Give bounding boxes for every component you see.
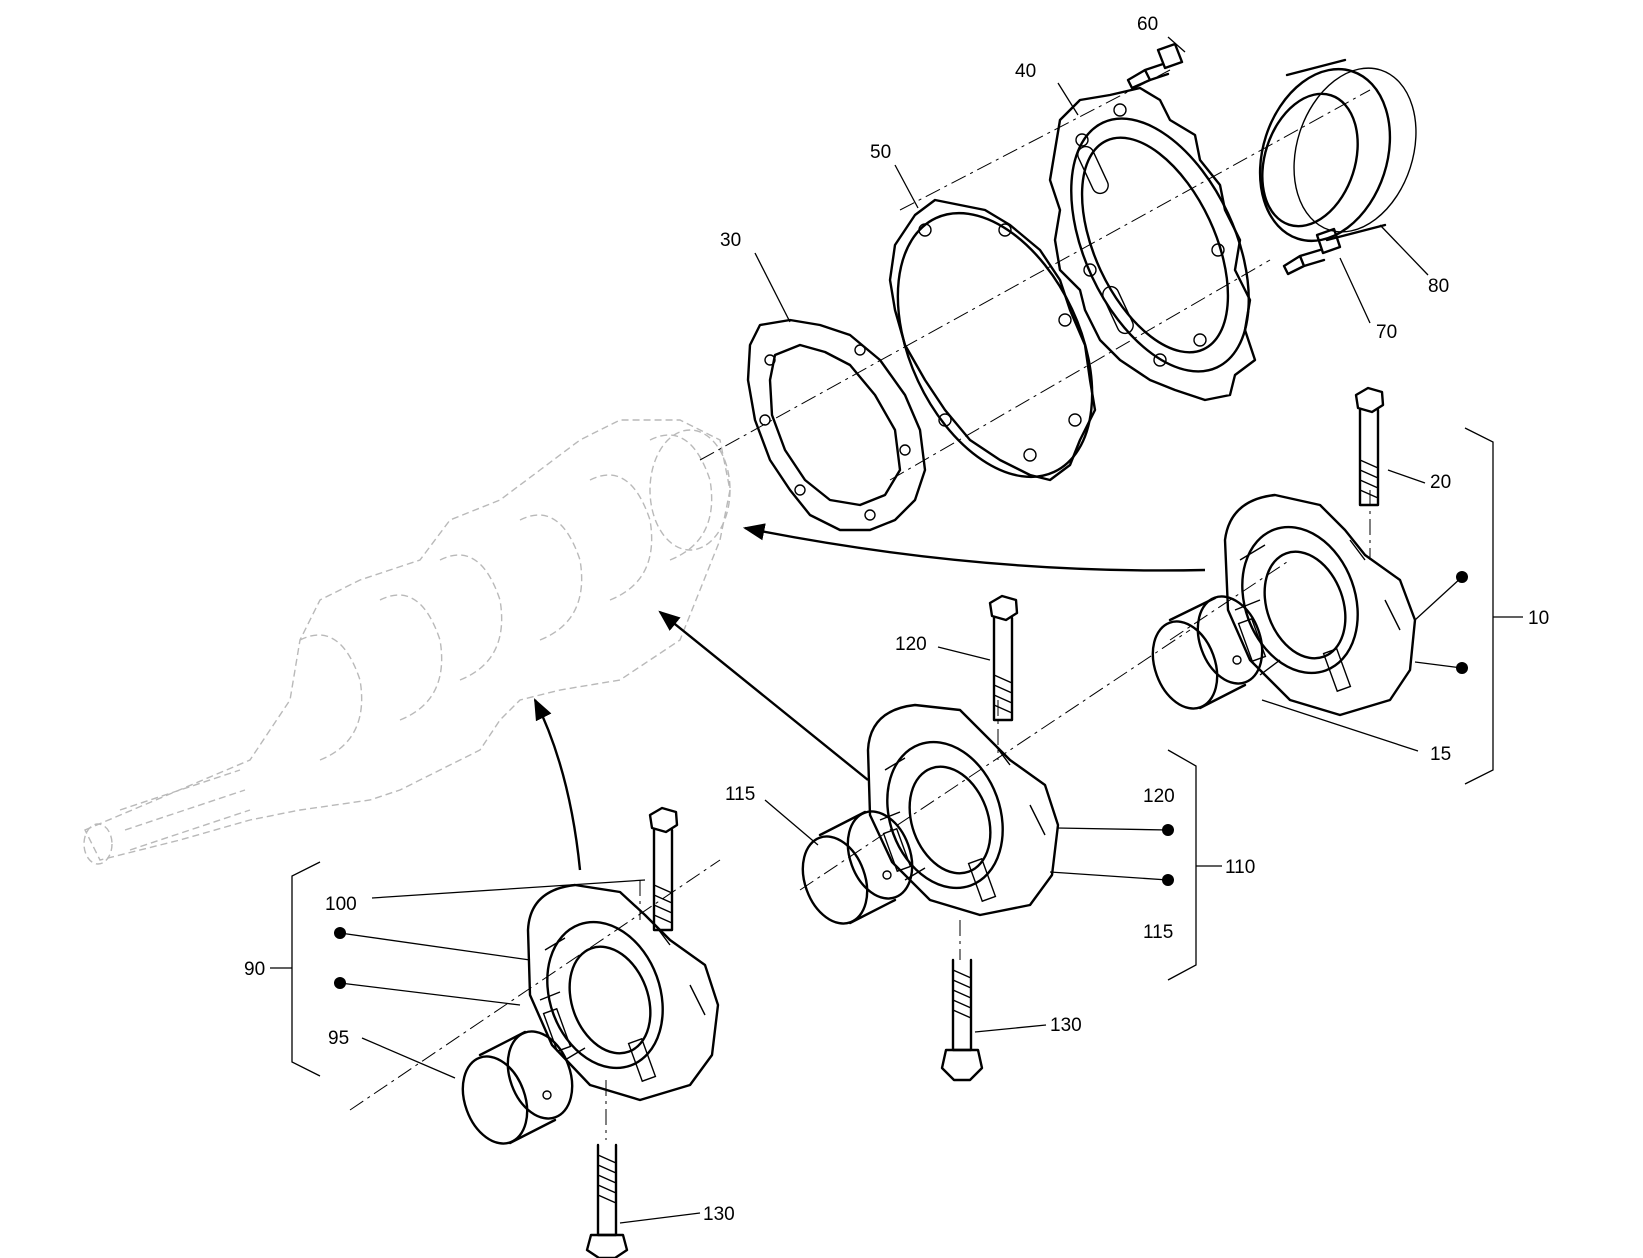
- screw-70-part: [1282, 227, 1342, 276]
- bearing-shell-15-part: [1151, 595, 1264, 710]
- callout-130-lower: 130: [703, 1204, 735, 1225]
- bearing-cap-10-part: [1223, 493, 1417, 717]
- assembly-arrows: [533, 523, 1206, 871]
- callout-50: 50: [870, 142, 891, 163]
- callout-30: 30: [720, 230, 741, 251]
- bracket-group-10: [1464, 427, 1494, 785]
- callout-15: 15: [1430, 744, 1451, 765]
- callout-100: 100: [325, 894, 357, 915]
- callout-90: 90: [244, 959, 265, 980]
- group-brackets: [270, 427, 1523, 1077]
- bullet-dot: [1162, 824, 1174, 836]
- callout-130-middle: 130: [1050, 1015, 1082, 1036]
- callout-70: 70: [1376, 322, 1397, 343]
- bullet-dot: [334, 927, 346, 939]
- callout-80: 80: [1428, 276, 1449, 297]
- bracket-group-110: [1167, 749, 1197, 981]
- bearing-shell-95-part: [461, 1030, 574, 1145]
- screw-60-part: [1126, 42, 1184, 90]
- bolt-20-part: [1354, 386, 1385, 507]
- gasket-30-part: [746, 318, 927, 532]
- callout-40: 40: [1015, 61, 1036, 82]
- bullet-markers: [334, 571, 1468, 989]
- callout-20: 20: [1430, 472, 1451, 493]
- bullet-dot: [1456, 662, 1468, 674]
- gasket-50-part: [888, 198, 1097, 482]
- callout-110: 110: [1225, 857, 1255, 878]
- bolt-100-part: [648, 806, 679, 932]
- rear-cover-part: [1048, 86, 1257, 402]
- callout-120-lower: 120: [1143, 786, 1175, 807]
- bullet-dot: [1456, 571, 1468, 583]
- bearing-cap-110-part: [866, 703, 1060, 917]
- arrow-cap-10: [742, 523, 1206, 572]
- callout-115-lower: 115: [1143, 922, 1173, 943]
- bolt-120-part: [988, 594, 1019, 722]
- callout-10: 10: [1528, 608, 1549, 629]
- arrow-cap-110: [658, 610, 869, 781]
- bullet-dot: [334, 977, 346, 989]
- bearing-cap-90-part: [526, 883, 720, 1102]
- bearing-shell-115-part: [801, 810, 914, 925]
- callout-60: 60: [1137, 14, 1158, 35]
- bolt-130-middle-part: [940, 958, 984, 1082]
- bullet-dot: [1162, 874, 1174, 886]
- callout-120-upper: 120: [895, 634, 927, 655]
- leader-lines: [339, 36, 1463, 1224]
- callout-115-upper: 115: [725, 784, 755, 805]
- seal-ring-part: [1258, 58, 1417, 243]
- bracket-group-90: [291, 861, 321, 1077]
- crankshaft-ghost: [83, 419, 731, 865]
- bolt-130-lower-part: [585, 1143, 629, 1258]
- callout-labels: 60 40 50 30 80 70 20 10 15 120 115 120 1…: [244, 14, 1549, 1225]
- callout-95: 95: [328, 1028, 349, 1049]
- axis-lines: [349, 69, 1371, 1140]
- arrow-cap-90: [533, 698, 582, 871]
